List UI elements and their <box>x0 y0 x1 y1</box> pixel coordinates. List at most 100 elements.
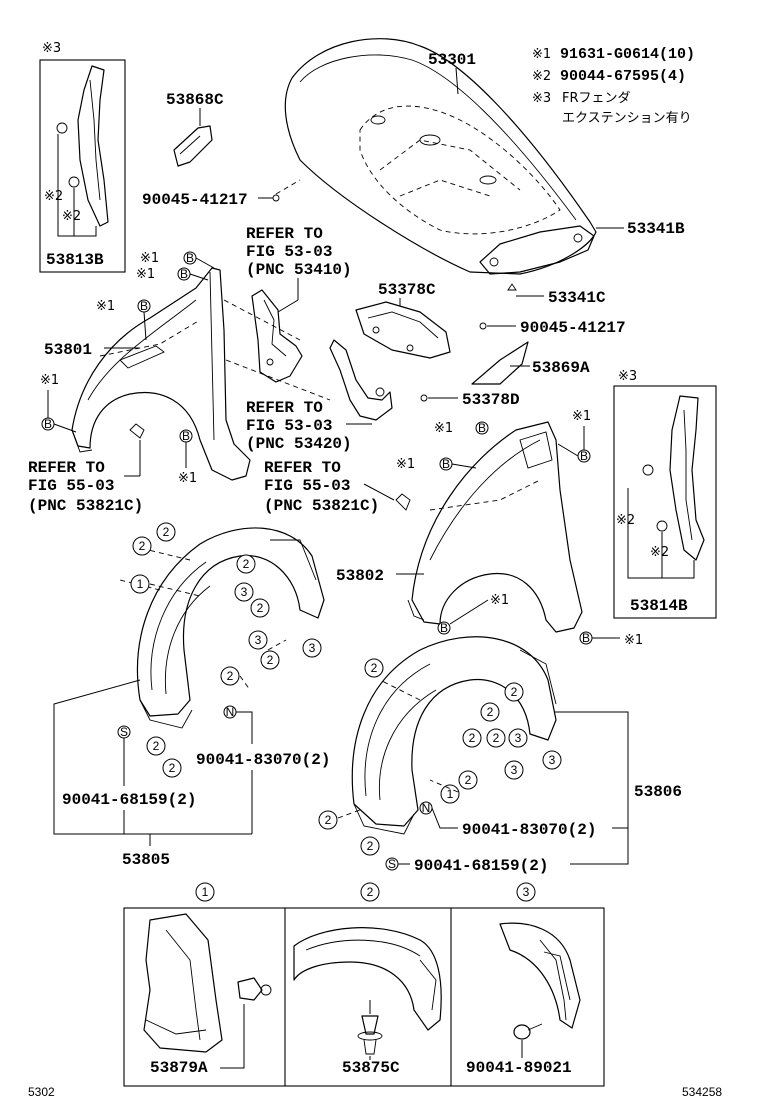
screw-icon <box>513 1024 531 1040</box>
part-label-liner-right: 53806 <box>634 783 682 801</box>
callouts-left-fender: ※1 B ※1 B ※1 B ※1 B B ※1 <box>40 251 215 486</box>
svg-text:3: 3 <box>549 753 556 767</box>
svg-text:B: B <box>44 417 52 431</box>
part-label-fender-left: 53801 <box>44 341 92 359</box>
liner-right <box>351 636 557 835</box>
svg-text:B: B <box>580 449 588 463</box>
part-label-hood-bracket: 53378C <box>378 281 436 299</box>
box-mark-x3-left: ※3 <box>42 41 61 56</box>
svg-text:REFER TO: REFER TO <box>246 225 323 243</box>
svg-text:FIG 55-03: FIG 55-03 <box>28 477 114 495</box>
part-label-nut-right: 90041-83070(2) <box>462 821 596 839</box>
svg-text:2: 2 <box>487 705 494 719</box>
svg-text:※2: ※2 <box>616 513 635 528</box>
hood-hinge-left <box>251 289 303 383</box>
part-label-bolt-b: 90045-41217 <box>520 319 626 337</box>
detail-index-2 <box>360 882 380 902</box>
svg-text:2: 2 <box>469 731 476 745</box>
hood-edge <box>299 54 577 221</box>
svg-text:B: B <box>140 299 148 313</box>
part-label-hood-seal: 53341B <box>627 220 685 238</box>
note-text-3: FRフェンダ <box>562 91 631 106</box>
svg-text:※1: ※1 <box>396 457 415 472</box>
svg-text:※1: ※1 <box>40 373 59 388</box>
fender-left <box>71 267 331 481</box>
footer-left-code: 5302 <box>28 1085 55 1099</box>
notes-legend: ※1 91631-G0614(10) ※2 90044-67595(4) ※3 … <box>532 46 695 126</box>
svg-text:※1: ※1 <box>96 299 115 314</box>
svg-text:S: S <box>120 725 128 739</box>
svg-text:2: 2 <box>169 761 176 775</box>
fender-ext-right-box <box>613 385 717 619</box>
svg-text:※2: ※2 <box>650 545 669 560</box>
svg-text:REFER TO: REFER TO <box>28 459 105 477</box>
part-label-hood-support: 53378D <box>462 391 520 409</box>
detail-panels-box <box>123 907 605 1087</box>
svg-text:2: 2 <box>511 685 518 699</box>
svg-text:(PNC 53821C): (PNC 53821C) <box>28 497 143 515</box>
detail-panel-3: 90041-89021 <box>466 922 581 1077</box>
svg-text:2: 2 <box>227 669 234 683</box>
svg-text:S: S <box>388 857 396 871</box>
svg-text:B: B <box>442 457 450 471</box>
svg-text:※1: ※1 <box>140 251 159 266</box>
part-label-fender-ext-right: 53814B <box>630 597 688 615</box>
part-label-hood-cushion: 53341C <box>548 289 606 307</box>
liner-right-callouts: 2 2 2 2 2 3 3 3 2 1 2 2 <box>318 658 562 856</box>
liner-left-callouts: 2 2 2 1 3 2 3 2 3 2 2 2 <box>130 522 322 778</box>
cowl-panel-left <box>173 125 213 167</box>
svg-text:※1: ※1 <box>624 633 643 648</box>
svg-text:FIG 53-03: FIG 53-03 <box>246 243 332 261</box>
detail-part-2: 53875C <box>342 1059 400 1077</box>
svg-text:FIG 53-03: FIG 53-03 <box>246 417 332 435</box>
detail-panel-2: 53875C <box>293 927 442 1077</box>
svg-text:2: 2 <box>139 539 146 553</box>
hood-bracket <box>355 301 451 359</box>
svg-text:※1: ※1 <box>178 471 197 486</box>
svg-text:※1: ※1 <box>434 421 453 436</box>
svg-text:2: 2 <box>465 773 472 787</box>
part-label-liner-left: 53805 <box>122 851 170 869</box>
note-mark-1: ※1 <box>532 47 551 62</box>
svg-text:B: B <box>478 421 486 435</box>
hood-panel <box>284 38 597 275</box>
part-label-hood: 53301 <box>428 51 476 69</box>
part-label-fender-right: 53802 <box>336 567 384 585</box>
svg-text:※1: ※1 <box>572 409 591 424</box>
svg-text:※2: ※2 <box>44 189 63 204</box>
reference-53821c-left: REFER TO FIG 55-03 (PNC 53821C) <box>28 423 145 515</box>
part-label-screw-right: 90041-68159(2) <box>414 857 548 875</box>
svg-text:2: 2 <box>153 739 160 753</box>
cowl-panel-right <box>471 341 529 385</box>
bolt-icon <box>272 194 280 202</box>
svg-text:1: 1 <box>447 787 454 801</box>
hood-support <box>329 339 393 421</box>
fender-extension-left <box>77 65 109 227</box>
part-label-fender-ext-left: 53813B <box>46 251 104 269</box>
svg-text:B: B <box>440 621 448 635</box>
svg-text:3: 3 <box>309 641 316 655</box>
svg-text:2: 2 <box>371 661 378 675</box>
bolt-icon <box>479 322 487 330</box>
svg-text:(PNC 53410): (PNC 53410) <box>246 261 352 279</box>
note-mark-2: ※2 <box>532 69 551 84</box>
svg-text:※1: ※1 <box>136 267 155 282</box>
svg-text:B: B <box>180 267 188 281</box>
reference-53410: REFER TO FIG 53-03 (PNC 53410) <box>246 225 352 313</box>
note-text-2: 90044-67595(4) <box>560 68 686 85</box>
note-text-1: 91631-G0614(10) <box>560 46 695 63</box>
reference-53420: REFER TO FIG 53-03 (PNC 53420) <box>246 399 372 453</box>
svg-text:2: 2 <box>243 557 250 571</box>
note-text-4: エクステンション有り <box>562 111 692 126</box>
svg-text:※1: ※1 <box>490 593 509 608</box>
hood-assembly <box>284 38 597 275</box>
svg-text:※2: ※2 <box>62 209 81 224</box>
clip-icon <box>237 977 263 1001</box>
svg-text:3: 3 <box>255 633 262 647</box>
svg-text:3: 3 <box>515 731 522 745</box>
fender-right <box>407 421 583 633</box>
svg-text:B: B <box>182 429 190 443</box>
bolt-icon <box>420 394 428 402</box>
svg-text:B: B <box>582 631 590 645</box>
